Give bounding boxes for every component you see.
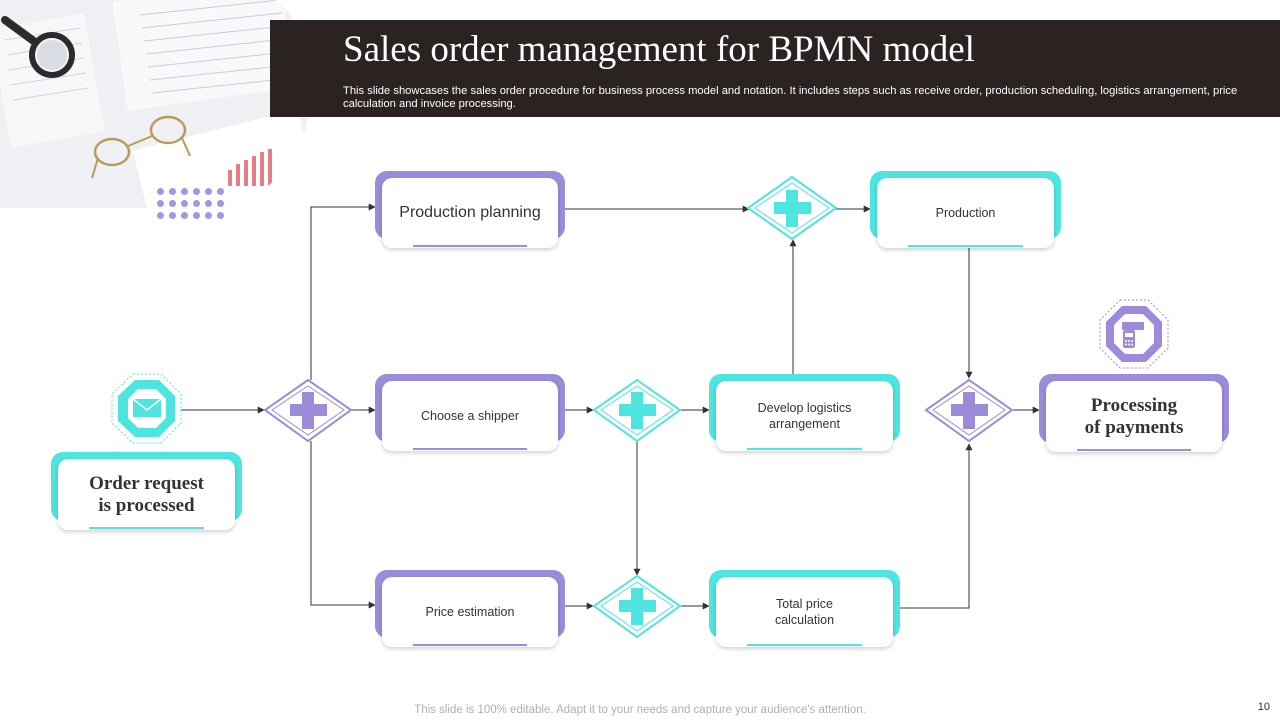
connector-total-price-up xyxy=(900,443,973,609)
gateway-purple-2 xyxy=(924,378,1014,443)
node-total-price: Total price calculation xyxy=(709,570,900,647)
decorative-dots xyxy=(157,188,229,228)
footer-note: This slide is 100% editable. Adapt it to… xyxy=(414,704,866,716)
gateway-teal-bottom xyxy=(592,574,682,639)
node-production-planning: Production planning xyxy=(375,171,565,248)
node-production: Production xyxy=(870,171,1061,248)
page-title: Sales order management for BPMN model xyxy=(343,29,975,70)
node-price-estimation: Price estimation xyxy=(375,570,565,647)
start-event xyxy=(111,373,182,444)
node-develop-logistics: Develop logistics arrangement xyxy=(709,374,900,451)
page-number: 10 xyxy=(1257,701,1270,713)
payment-terminal-icon xyxy=(1122,322,1144,348)
connector-to-production-planning xyxy=(310,203,376,380)
envelope-icon xyxy=(132,398,162,417)
gateway-purple-1 xyxy=(263,378,353,443)
header-photo xyxy=(0,0,310,208)
page-subtitle: This slide showcases the sales order pro… xyxy=(343,85,1238,110)
node-processing-payments: Processing of payments xyxy=(1039,374,1229,452)
node-choose-shipper: Choose a shipper xyxy=(375,374,565,451)
end-event xyxy=(1099,299,1169,369)
connector-to-price-estimation xyxy=(310,441,376,609)
node-order-request: Order request is processed xyxy=(51,452,242,530)
gateway-teal-middle xyxy=(592,378,682,443)
gateway-teal-top xyxy=(746,175,838,241)
header-bar xyxy=(270,20,1280,117)
